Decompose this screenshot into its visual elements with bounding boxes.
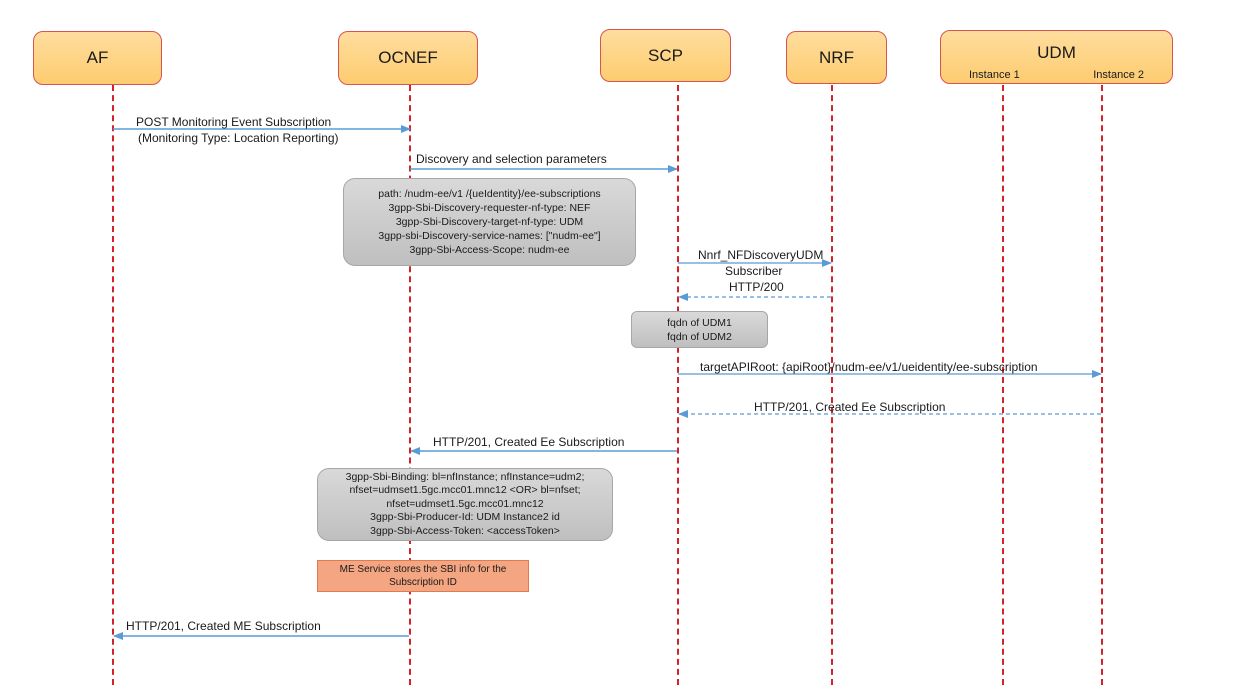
note-line: 3gpp-Sbi-Access-Token: <accessToken> [370,524,560,537]
message-label-m3-line1: Nnrf_NFDiscoveryUDM [698,248,824,262]
message-label-m1-line1: POST Monitoring Event Subscription [136,115,332,129]
actor-udm: UDM Instance 1 Instance 2 [940,30,1173,84]
lifeline-scp [677,85,679,685]
lifeline-ocnef [409,85,411,685]
actor-scp-label: SCP [648,45,683,65]
lifeline-udm-instance-2 [1101,85,1103,685]
lifeline-udm-instance-1 [1002,85,1004,685]
note-me-service: ME Service stores the SBI info for the S… [317,560,529,592]
note-line: 3gpp-Sbi-Producer-Id: UDM Instance2 id [370,511,560,524]
note-line: 3gpp-sbi-Discovery-service-names: ["nudm… [378,230,601,242]
message-label-m2: Discovery and selection parameters [416,152,607,166]
message-label-m6: HTTP/201, Created Ee Subscription [754,400,946,414]
message-label-m4: HTTP/200 [729,280,784,294]
note-line: fqdn of UDM2 [667,330,732,343]
note-line: nfset=udmset1.5gc.mcc01.mnc12 [386,497,544,510]
actor-af: AF [33,31,162,85]
actor-ocnef: OCNEF [338,31,478,85]
actor-nrf: NRF [786,31,887,84]
note-line: 3gpp-Sbi-Discovery-requester-nf-type: NE… [388,202,591,214]
note-line: Subscription ID [389,577,457,588]
note-discovery-params: path: /nudm-ee/v1 /{ueIdentity}/ee-subsc… [343,178,636,266]
note-line: 3gpp-Sbi-Binding: bl=nfInstance; nfInsta… [345,470,585,483]
note-line: path: /nudm-ee/v1 /{ueIdentity}/ee-subsc… [378,188,601,200]
lifeline-af [112,85,114,685]
message-label-m5: targetAPIRoot: {apiRoot}/nudm-ee/v1/ueid… [700,360,1038,374]
note-fqdn: fqdn of UDM1 fqdn of UDM2 [631,311,768,348]
message-label-m7: HTTP/201, Created Ee Subscription [433,435,625,449]
note-line: fqdn of UDM1 [667,316,732,329]
actor-scp: SCP [600,29,731,82]
message-label-m3-line2: Subscriber [725,264,783,278]
note-line: nfset=udmset1.5gc.mcc01.mnc12 <OR> bl=nf… [349,484,581,497]
actor-af-label: AF [86,48,109,67]
udm-instance-1-label: Instance 1 [969,69,1020,81]
message-label-m1-line2: (Monitoring Type: Location Reporting) [138,131,339,145]
message-label-m8: HTTP/201, Created ME Subscription [126,619,321,633]
note-line: ME Service stores the SBI info for the [339,564,507,575]
actor-nrf-label: NRF [819,47,854,67]
actor-udm-label: UDM [1037,43,1076,62]
udm-instance-2-label: Instance 2 [1093,69,1144,81]
note-line: 3gpp-Sbi-Access-Scope: nudm-ee [409,244,570,256]
lifeline-nrf [831,85,833,685]
note-line: 3gpp-Sbi-Discovery-target-nf-type: UDM [395,216,584,228]
note-binding: 3gpp-Sbi-Binding: bl=nfInstance; nfInsta… [317,468,613,541]
actor-ocnef-label: OCNEF [378,48,438,67]
